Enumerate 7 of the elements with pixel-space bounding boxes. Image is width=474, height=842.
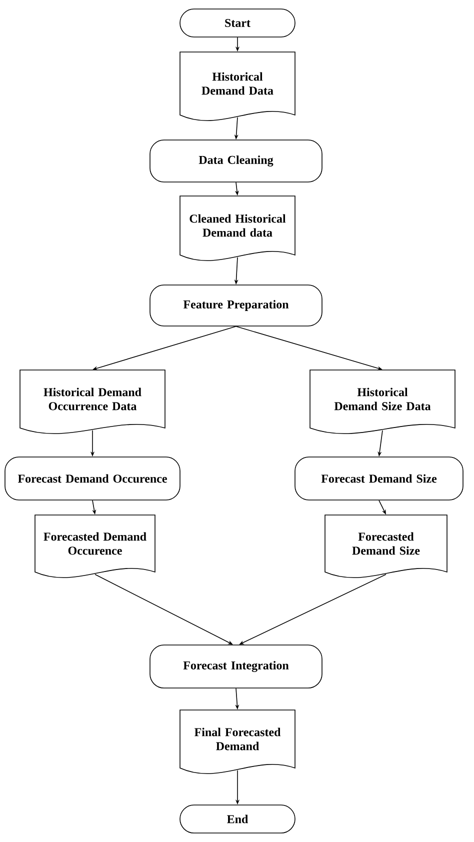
process-box: Data Cleaning [150,140,322,182]
process-box: Forecast Demand Size [294,456,464,500]
terminal-box: Start [180,8,296,38]
process-box: Forecast Demand Occurence [4,456,180,500]
terminal-box: End [180,804,296,834]
process-box: Feature Preparation [150,284,322,326]
process-box: Forecast Integration [150,644,322,688]
